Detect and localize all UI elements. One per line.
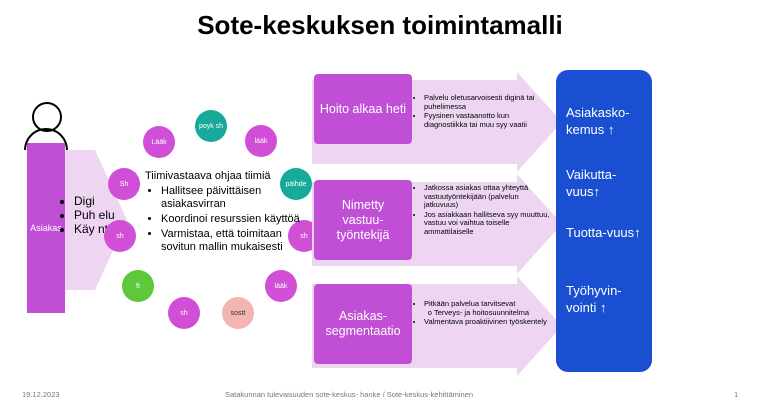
step-box-named-worker: Nimetty vastuu-työntekijä	[314, 180, 412, 260]
team-member-circle: sostt	[222, 297, 254, 329]
client-bar: Asiakas	[27, 143, 65, 313]
client-label: Asiakas	[30, 223, 62, 233]
team-bullet: Hallitsee päivittäisen asiakasvirran	[161, 185, 315, 211]
team-member-circle: sh	[168, 297, 200, 329]
channel-arrow	[65, 150, 127, 290]
step-points: Jatkossa asiakas ottaa yhteyttä vastuuty…	[416, 183, 554, 237]
step-box-immediate-care: Hoito alkaa heti	[314, 74, 412, 144]
team-member-circle: Lääk	[143, 126, 175, 158]
step-points: Pitkään palvelua tarvitsevat Terveys- ja…	[416, 299, 554, 328]
channel-item: Puh elu	[74, 209, 124, 221]
team-lead-text: Tiimivastaava ohjaa tiimiä Hallitsee päi…	[145, 170, 315, 256]
team-member-circle: lääk	[245, 125, 277, 157]
step-box-segmentation: Asiakas-segmentaatio	[314, 284, 412, 364]
team-bullet: Koordinoi resurssien käyttöä	[161, 213, 315, 226]
team-member-circle: sh	[104, 220, 136, 252]
team-bullet: Varmistaa, että toimitaan sovitun mallin…	[161, 228, 315, 254]
results-panel: Asiakasko-kemus ↑ Vaikutta-vuus↑ Tuotta-…	[556, 70, 652, 372]
team-member-circle: päihde	[280, 168, 312, 200]
step-points: Palvelu oletusarvoisesti diginä tai puhe…	[416, 93, 554, 130]
channel-item: Digi	[74, 195, 124, 207]
footer-project: Satakunnan tulevaisuuden sote-keskus- ha…	[225, 390, 474, 399]
result-item: Tuotta-vuus↑	[566, 225, 641, 240]
channel-item: Käy nti	[74, 223, 124, 235]
contact-channels: Digi Puh elu Käy nti	[62, 195, 124, 237]
result-item: Vaikutta-vuus↑	[566, 167, 617, 199]
result-item: Työhyvin-vointi ↑	[566, 283, 622, 315]
team-heading: Tiimivastaava ohjaa tiimiä	[145, 170, 271, 182]
team-member-circle: lääk	[265, 270, 297, 302]
result-item: Asiakasko-kemus ↑	[566, 105, 630, 137]
footer-date: 19.12.2023	[22, 390, 60, 399]
team-member-circle: poyk sh	[195, 110, 227, 142]
team-member-circle: Sh	[108, 168, 140, 200]
footer-page-number: 1	[734, 390, 739, 399]
team-member-circle: ft	[122, 270, 154, 302]
slide-title: Sote-keskuksen toimintamalli	[197, 10, 563, 40]
